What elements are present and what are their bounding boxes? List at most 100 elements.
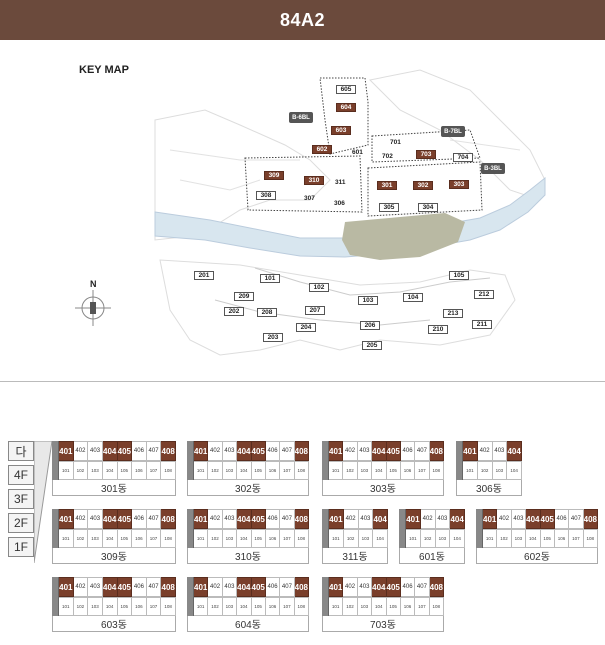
unit-row-side xyxy=(399,529,406,548)
floor-label-2f: 2F xyxy=(8,513,34,533)
unit-cell-top: 401 xyxy=(483,509,498,529)
unit-cell-top: 407 xyxy=(280,441,295,461)
unit-cell-bottom: 101 xyxy=(329,597,344,616)
unit-cell-bottom: 106 xyxy=(400,597,416,616)
unit-cell-bottom: 107 xyxy=(415,597,430,616)
unit-cell-bottom: 103 xyxy=(222,529,238,548)
unit-cell-bottom: 108 xyxy=(583,529,598,548)
unit-cell-bottom: 106 xyxy=(132,461,147,480)
building-203: 203 xyxy=(263,333,283,342)
unit-row-side xyxy=(52,461,59,480)
building-303: 303 xyxy=(449,180,469,189)
unit-cell-top: 402 xyxy=(73,577,89,597)
floor-label-1f: 1F xyxy=(8,537,34,557)
unit-cell-bottom: 104 xyxy=(373,529,388,548)
unit-cell-top: 408 xyxy=(294,577,309,597)
keymap-title: KEY MAP xyxy=(79,64,129,76)
unit-cell-top: 402 xyxy=(73,441,89,461)
unit-cell-bottom: 104 xyxy=(372,597,387,616)
building-306: 306 xyxy=(334,200,345,207)
unit-table-name: 604동 xyxy=(187,616,309,632)
building-603: 603 xyxy=(331,126,351,135)
unit-cell-bottom: 104 xyxy=(102,461,118,480)
unit-cell-bottom: 103 xyxy=(358,529,374,548)
unit-cell-top: 402 xyxy=(343,509,359,529)
unit-cell-bottom: 104 xyxy=(372,461,387,480)
unit-cell-top: 404 xyxy=(102,577,118,597)
unit-cell-bottom: 101 xyxy=(59,461,74,480)
unit-cell-bottom: 105 xyxy=(251,597,266,616)
unit-cell-bottom: 102 xyxy=(73,461,89,480)
unit-row-side xyxy=(187,461,194,480)
building-601: 601 xyxy=(352,149,363,156)
building-201: 201 xyxy=(194,271,214,280)
building-208: 208 xyxy=(257,308,277,317)
unit-row-side xyxy=(187,441,194,461)
building-101: 101 xyxy=(260,274,280,283)
unit-cell-top: 403 xyxy=(222,509,238,529)
unit-cell-bottom: 105 xyxy=(251,461,266,480)
unit-table-name: 311동 xyxy=(322,548,388,564)
floor-legend-pointer xyxy=(34,441,53,563)
unit-cell-top: 401 xyxy=(194,441,209,461)
unit-cell-top: 403 xyxy=(357,441,373,461)
unit-table-name: 301동 xyxy=(52,480,176,496)
unit-row-side xyxy=(322,509,329,529)
unit-cell-bottom: 102 xyxy=(343,529,359,548)
unit-cell-bottom: 102 xyxy=(208,529,223,548)
unit-row-side xyxy=(322,577,329,597)
unit-cell-bottom: 107 xyxy=(146,597,162,616)
unit-row-side xyxy=(52,597,59,616)
unit-cell-bottom: 105 xyxy=(540,529,555,548)
unit-table-name: 310동 xyxy=(187,548,309,564)
floor-legend: 다 4F 3F 2F 1F xyxy=(8,441,53,563)
unit-cell-bottom: 106 xyxy=(265,461,281,480)
page-header: 84A2 xyxy=(0,0,605,40)
unit-cell-top: 404 xyxy=(526,509,541,529)
compass-north-label: N xyxy=(90,279,97,289)
unit-row-side xyxy=(187,529,194,548)
unit-cell-top: 406 xyxy=(400,577,416,597)
unit-cell-bottom: 104 xyxy=(102,529,118,548)
unit-cell-top: 404 xyxy=(102,509,118,529)
unit-row-side xyxy=(52,529,59,548)
unit-row-side xyxy=(322,597,329,616)
building-209: 209 xyxy=(234,292,254,301)
building-309: 309 xyxy=(264,171,284,180)
unit-cell-bottom: 103 xyxy=(492,461,508,480)
unit-row-side xyxy=(456,441,463,461)
building-205: 205 xyxy=(362,341,382,350)
unit-row-side xyxy=(52,509,59,529)
unit-cell-bottom: 102 xyxy=(73,597,89,616)
unit-cell-top: 406 xyxy=(265,441,281,461)
unit-cell-top: 408 xyxy=(161,441,176,461)
building-204: 204 xyxy=(296,323,316,332)
unit-cell-top: 407 xyxy=(146,577,162,597)
unit-cell-bottom: 101 xyxy=(59,529,74,548)
unit-cell-bottom: 104 xyxy=(102,597,118,616)
unit-cell-top: 404 xyxy=(237,577,252,597)
block-label-b7: B-7BL xyxy=(441,126,465,137)
unit-cell-top: 403 xyxy=(88,509,103,529)
unit-cell-top: 401 xyxy=(194,509,209,529)
floor-label-4f: 4F xyxy=(8,465,34,485)
unit-cell-top: 405 xyxy=(386,577,401,597)
unit-cell-top: 407 xyxy=(146,509,162,529)
unit-cell-top: 404 xyxy=(372,441,387,461)
unit-cell-top: 405 xyxy=(117,509,133,529)
unit-cell-top: 402 xyxy=(343,441,358,461)
unit-cell-bottom: 102 xyxy=(497,529,512,548)
unit-cell-top: 402 xyxy=(208,509,223,529)
unit-cell-top: 405 xyxy=(386,441,401,461)
unit-row-side xyxy=(399,509,406,529)
unit-cell-bottom: 101 xyxy=(406,529,421,548)
unit-cell-top: 407 xyxy=(415,577,430,597)
unit-cell-bottom: 108 xyxy=(429,461,444,480)
unit-cell-top: 404 xyxy=(507,441,522,461)
unit-row-side xyxy=(322,529,329,548)
unit-cell-top: 407 xyxy=(146,441,162,461)
